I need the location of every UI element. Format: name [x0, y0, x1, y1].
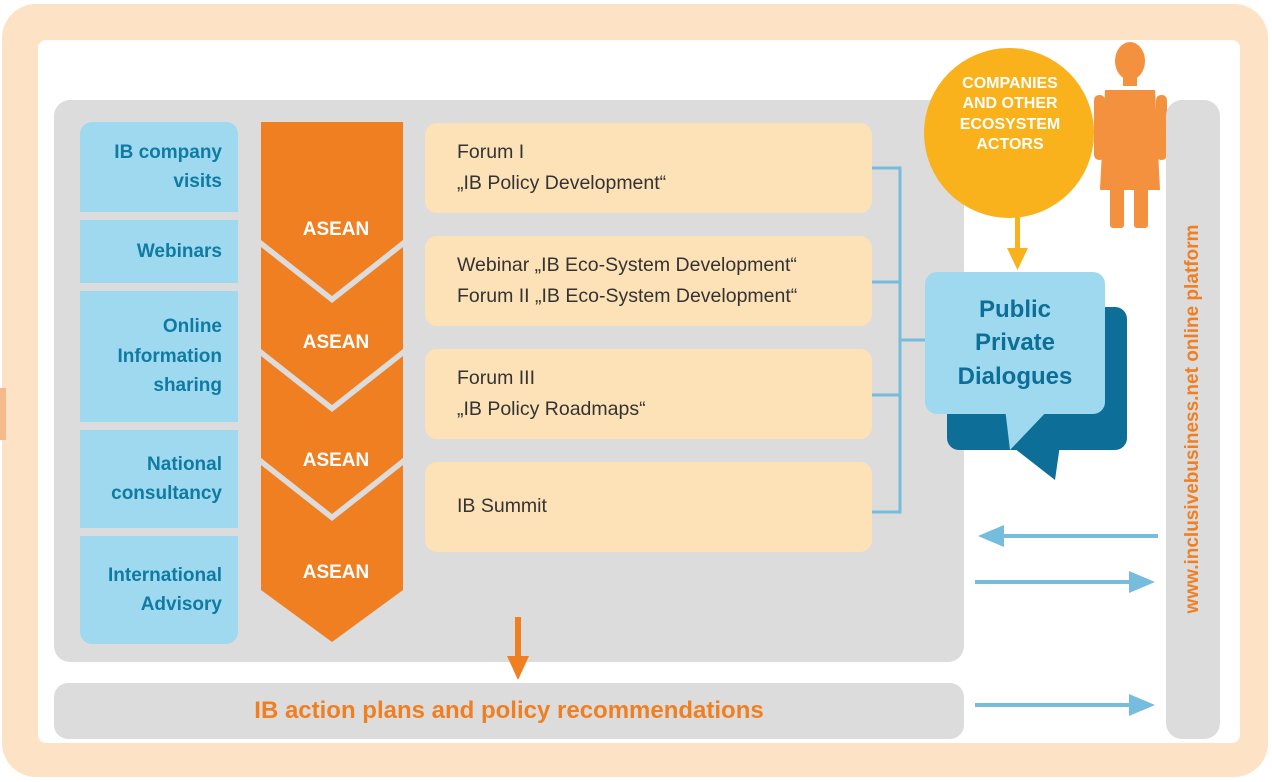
result-label: IB action plans and policy recommendatio…	[254, 697, 764, 724]
activity-company-visits: IB company visits	[80, 122, 238, 212]
dialogues-label: Public Private Dialogues	[957, 296, 1073, 390]
asean-label-4: ASEAN	[302, 562, 370, 583]
forum-bracket	[872, 166, 930, 514]
platform-arrow-out-icon	[975, 571, 1155, 593]
actors-label: COMPANIES AND OTHER ECOSYSTEM ACTORS	[959, 75, 1061, 154]
asean-chevron-4	[261, 465, 403, 642]
result-bar: IB action plans and policy recommendatio…	[54, 683, 964, 739]
forum-2-line-2: Forum II „IB Eco-System Development“	[457, 285, 798, 307]
forum-box-1: Forum I „IB Policy Development“	[425, 123, 872, 213]
platform-label: www.inclusivebusiness.net online platfor…	[1182, 224, 1203, 614]
activity-webinars: Webinars	[80, 220, 238, 283]
actors-circle	[924, 48, 1094, 218]
speech-bubble-front	[925, 272, 1105, 450]
asean-chevron-2	[261, 247, 403, 405]
asean-label-1: ASEAN	[302, 219, 370, 240]
asean-label-3: ASEAN	[302, 450, 370, 471]
platform-bar	[1166, 100, 1220, 739]
forum-3-line-2: „IB Policy Roadmaps“	[457, 398, 646, 420]
asean-label-2: ASEAN	[302, 332, 370, 353]
asean-chevron-3	[261, 356, 403, 514]
forum-box-2: Webinar „IB Eco-System Development“ Foru…	[425, 236, 872, 326]
person-icon	[1094, 42, 1167, 228]
frame-tab	[0, 388, 6, 440]
forum-box-3: Forum III „IB Policy Roadmaps“	[425, 349, 872, 439]
forum-3-line-1: Forum III	[457, 366, 536, 389]
activity-national-consultancy: National consultancy	[80, 430, 238, 528]
actors-arrow-icon	[1007, 214, 1028, 270]
activity-online-information-sharing: Online Information sharing	[80, 291, 238, 422]
forum-2-line-1: Webinar „IB Eco-System Development“	[457, 253, 797, 276]
forum-box-4: IB Summit	[425, 462, 872, 552]
platform-arrow-in-icon	[978, 525, 1158, 547]
forum-4-line-1: IB Summit	[457, 495, 547, 518]
down-arrow-icon	[507, 617, 529, 680]
asean-chevron-1	[261, 122, 403, 296]
forum-1-line-2: „IB Policy Development“	[457, 172, 667, 194]
forum-1-line-1: Forum I	[457, 140, 525, 163]
activity-international-advisory: International Advisory	[80, 536, 238, 644]
result-arrow-icon	[975, 694, 1155, 716]
